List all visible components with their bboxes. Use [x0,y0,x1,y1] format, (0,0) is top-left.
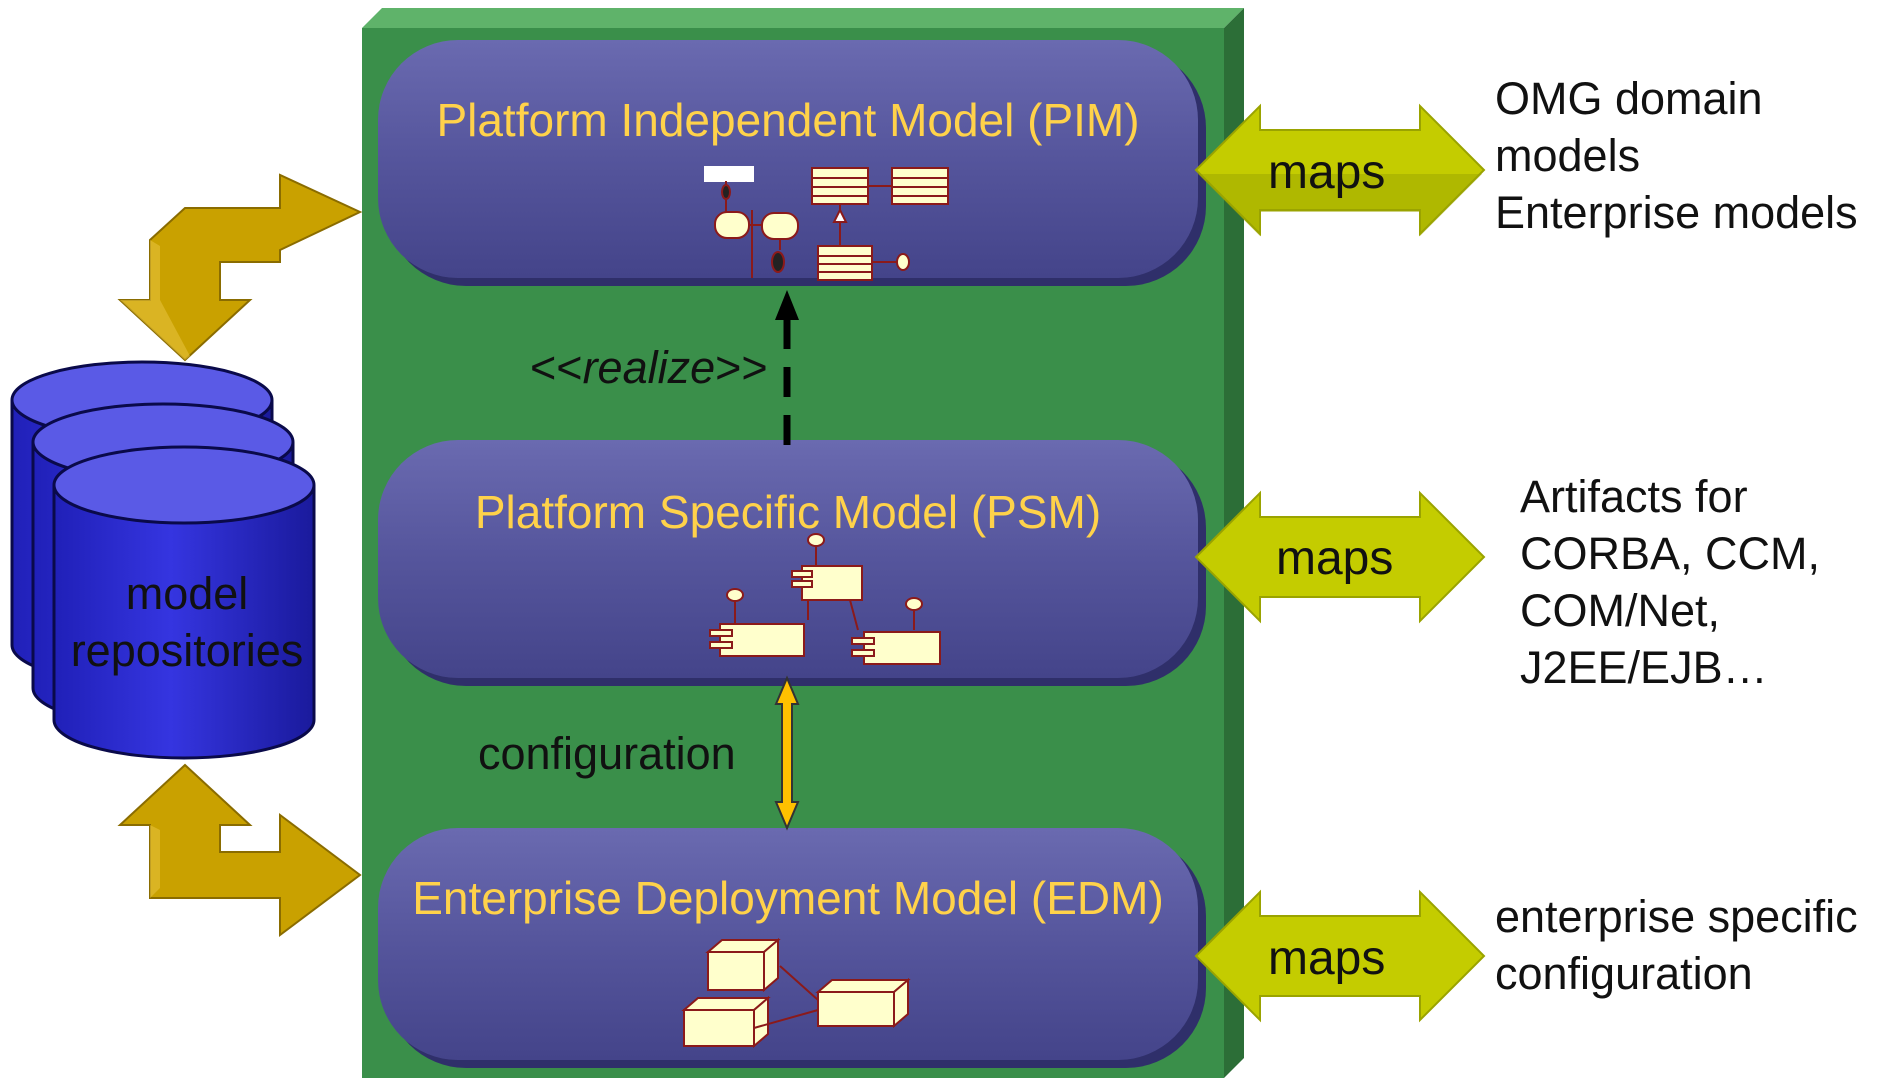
pim-box[interactable] [378,40,1206,286]
maps-arrow-pim [1194,103,1486,237]
pim-uml-icon [704,166,949,281]
psm-box[interactable] [378,440,1206,686]
repository-cylinders [10,360,316,760]
maps-arrow-edm [1194,889,1486,1023]
psm-component-icon [709,533,941,665]
edm-box[interactable] [378,828,1206,1068]
repo-to-pim-arrow [117,173,363,362]
realize-arrow [775,290,799,445]
maps-arrow-psm [1194,490,1486,624]
repo-to-edm-arrow [117,763,362,937]
cylinder-front [52,445,316,760]
edm-node-icon [681,937,911,1049]
configuration-arrow [774,675,800,831]
